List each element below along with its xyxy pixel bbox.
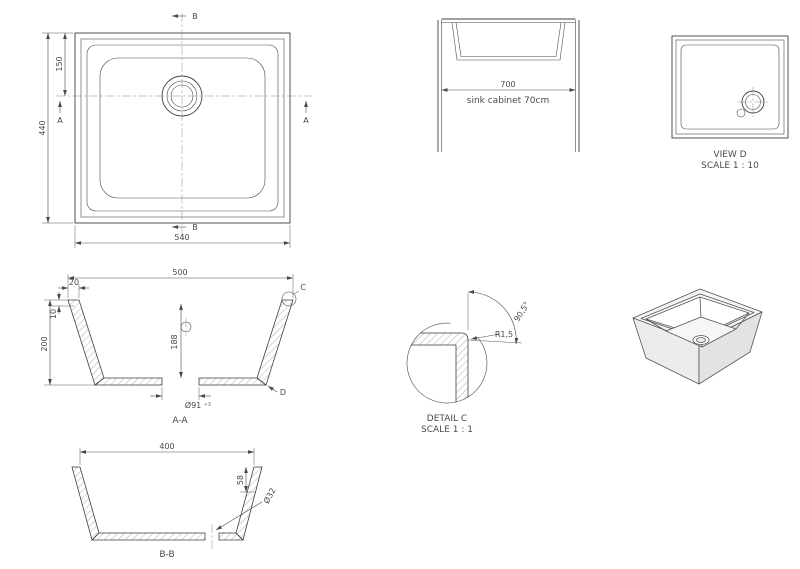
dim-drain-91: Ø91 ⁺²: [185, 400, 211, 410]
section-bb: 400 58 Ø32 B-B: [71, 442, 278, 560]
dim-440: 440: [38, 120, 47, 135]
section-a-left-label: A: [57, 116, 63, 125]
plan-centerlines: [56, 13, 312, 240]
dim-10: 10: [49, 309, 58, 319]
view-d: VIEW D SCALE 1 : 10: [671, 35, 789, 171]
section-a-right-label: A: [303, 116, 309, 125]
isometric-view: [632, 288, 763, 385]
cabinet-caption: sink cabinet 70cm: [467, 96, 549, 106]
detail-c-marker: C: [300, 283, 306, 292]
plan-view: B B A A 440 150 540: [38, 12, 312, 248]
section-aa-dimensions: 500 20 10 200 188 Ø91 ⁺²: [40, 268, 294, 410]
cabinet-view: 700 sink cabinet 70cm: [437, 18, 580, 152]
view-d-title: VIEW D: [713, 150, 746, 160]
view-d-scale: SCALE 1 : 10: [701, 161, 759, 171]
view-d-drain: [736, 87, 768, 118]
dim-radius: R1,5: [495, 330, 513, 339]
dim-540: 540: [174, 233, 189, 242]
plan-outline: [74, 32, 291, 224]
detail-c-view: 90,5° R1,5 DETAIL C SCALE 1 : 1: [406, 290, 531, 435]
section-aa-callouts: C D: [267, 283, 306, 397]
cabinet-sink-section: [441, 18, 576, 61]
detail-section: [406, 332, 469, 404]
section-b-top-label: B: [192, 12, 198, 21]
section-aa-title: A-A: [172, 416, 188, 426]
dim-500: 500: [172, 268, 187, 277]
detail-d-marker: D: [280, 388, 286, 397]
detail-c-scale: SCALE 1 : 1: [421, 425, 473, 435]
plan-section-markers: B B A A: [57, 12, 309, 232]
dim-20: 20: [69, 278, 79, 287]
dim-drain-32: Ø32: [261, 486, 278, 505]
dim-400: 400: [159, 442, 174, 451]
section-aa-body: [67, 299, 294, 386]
dim-200: 200: [40, 336, 49, 351]
cabinet-dimension: 700 sink cabinet 70cm: [441, 80, 576, 106]
section-bb-title: B-B: [159, 550, 174, 560]
dim-58: 58: [236, 475, 245, 485]
dim-150: 150: [55, 56, 64, 71]
section-bb-body: [71, 466, 263, 549]
dim-700: 700: [500, 80, 515, 89]
section-aa: 500 20 10 200 188 Ø91 ⁺² C: [40, 268, 306, 426]
detail-c-title: DETAIL C: [427, 414, 467, 424]
dim-angle: 90,5°: [512, 300, 531, 323]
plan-dimensions: 440 150 540: [38, 32, 291, 248]
section-b-bottom-label: B: [192, 223, 198, 232]
cabinet-walls: [437, 20, 580, 152]
dim-188: 188: [170, 334, 179, 349]
